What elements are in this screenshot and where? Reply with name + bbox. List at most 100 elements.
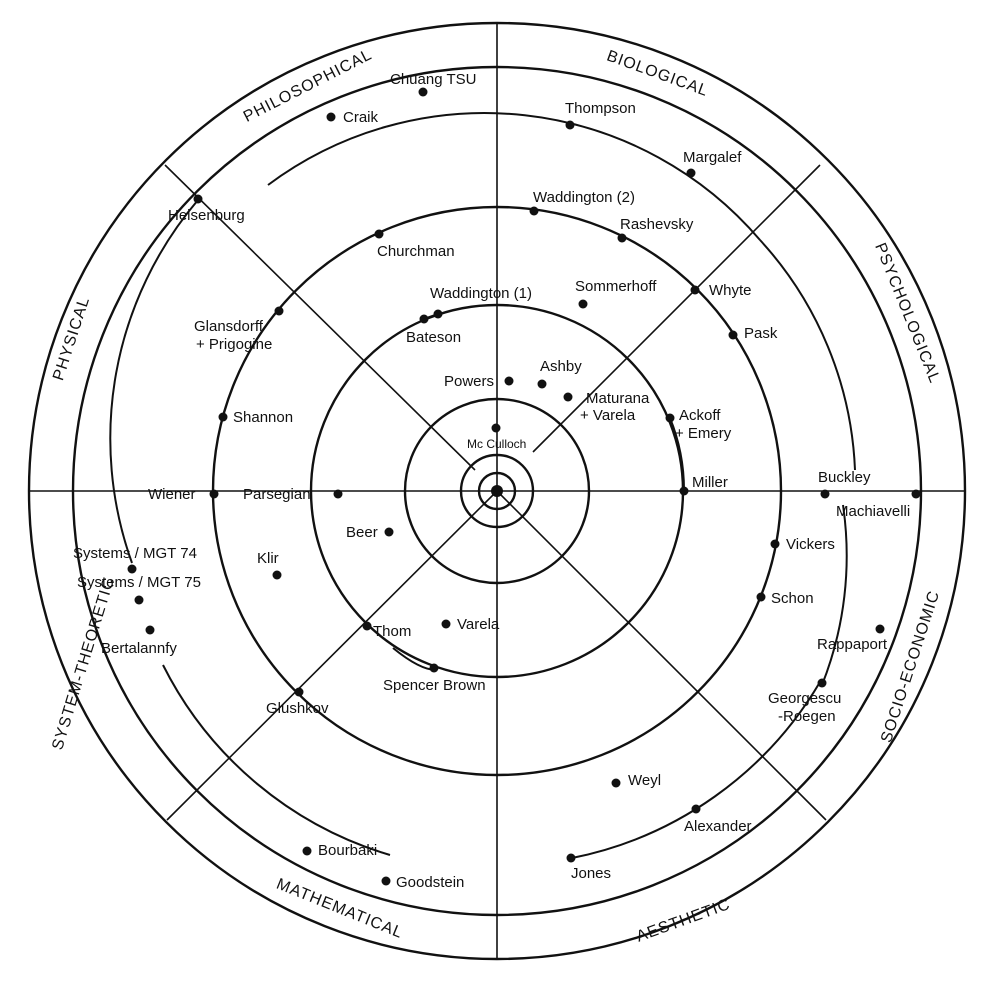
arc-lower-left bbox=[162, 664, 391, 856]
node-label: Pask bbox=[744, 325, 778, 342]
node-label: Systems / MGT 74 bbox=[73, 545, 197, 562]
diagonal-se bbox=[496, 490, 827, 821]
node-dot bbox=[686, 168, 696, 178]
node-dot bbox=[566, 853, 576, 863]
node-label: Weyl bbox=[628, 772, 661, 789]
node-dot bbox=[429, 663, 439, 673]
node-label: Varela bbox=[457, 616, 500, 633]
node-georgescu-roegen: Georgescu -Roegen bbox=[768, 678, 841, 725]
node-label: Mc Culloch bbox=[467, 437, 526, 451]
node-label-line2: + Varela bbox=[580, 407, 636, 424]
node-alexander: Alexander bbox=[684, 804, 752, 835]
node-goodstein: Goodstein bbox=[381, 874, 464, 891]
node-dot bbox=[274, 306, 284, 316]
node-label: Shannon bbox=[233, 409, 293, 426]
node-label: Klir bbox=[257, 550, 279, 567]
arc-upper-right bbox=[759, 239, 856, 471]
node-dot bbox=[817, 678, 827, 688]
arc-ackoff bbox=[669, 417, 685, 491]
node-dot bbox=[145, 625, 155, 635]
node-label: Whyte bbox=[709, 282, 752, 299]
node-label: Glushkov bbox=[266, 700, 329, 717]
node-parsegian: Parsegian bbox=[243, 486, 343, 503]
node-label: Machiavelli bbox=[836, 503, 910, 520]
node-machiavelli: Machiavelli bbox=[836, 489, 921, 520]
sector-system-theoretic: SYSTEM-THEORETIC bbox=[49, 575, 118, 752]
sector-physical: PHYSICAL bbox=[50, 295, 93, 383]
node-miller: Miller bbox=[679, 474, 728, 496]
arc-upper bbox=[267, 112, 761, 241]
node-mcculloch: Mc Culloch bbox=[467, 423, 526, 451]
node-spencer-brown: Spencer Brown bbox=[383, 663, 486, 694]
node-thom: Thom bbox=[362, 621, 411, 640]
node-shannon: Shannon bbox=[218, 409, 293, 426]
node-dot bbox=[418, 87, 428, 97]
node-maturana-varela: Maturana + Varela bbox=[563, 390, 650, 424]
node-bateson: Bateson bbox=[406, 314, 461, 346]
node-label-line2: -Roegen bbox=[778, 708, 836, 725]
node-label: Bourbaki bbox=[318, 842, 377, 859]
node-label: Spencer Brown bbox=[383, 677, 486, 694]
node-dot bbox=[218, 412, 228, 422]
node-klir: Klir bbox=[257, 550, 282, 580]
diagonal-sw bbox=[166, 490, 498, 821]
node-bertalannfy: Bertalannfy bbox=[101, 625, 177, 657]
node-schon: Schon bbox=[756, 590, 814, 607]
node-dot bbox=[294, 687, 304, 697]
node-label: Waddington (1) bbox=[430, 285, 532, 302]
node-label: Jones bbox=[571, 865, 611, 882]
node-pask: Pask bbox=[728, 325, 778, 342]
node-dot bbox=[441, 619, 451, 629]
node-bourbaki: Bourbaki bbox=[302, 842, 377, 859]
node-systems-mgt-74: Systems / MGT 74 bbox=[73, 545, 197, 574]
node-jones: Jones bbox=[566, 853, 611, 882]
node-label: Miller bbox=[692, 474, 728, 491]
node-dot bbox=[374, 229, 384, 239]
node-sommerhoff: Sommerhoff bbox=[575, 278, 657, 309]
sector-aesthetic: AESTHETIC bbox=[634, 896, 733, 946]
node-label: Rashevsky bbox=[620, 216, 694, 233]
node-powers: Powers bbox=[444, 373, 514, 390]
node-label: Craik bbox=[343, 109, 379, 126]
node-dot bbox=[134, 595, 144, 605]
node-dot bbox=[127, 564, 137, 574]
node-dot bbox=[272, 570, 282, 580]
node-label: Georgescu bbox=[768, 690, 841, 707]
node-dot bbox=[875, 624, 885, 634]
node-label: Margalef bbox=[683, 149, 742, 166]
node-glushkov: Glushkov bbox=[266, 687, 329, 717]
node-waddington-1: Waddington (1) bbox=[430, 285, 532, 319]
node-heisenburg: Heisenburg bbox=[168, 194, 245, 224]
node-rappaport: Rappaport bbox=[817, 624, 888, 653]
node-beer: Beer bbox=[346, 524, 394, 541]
diagonal-ne bbox=[532, 164, 821, 453]
node-dot bbox=[728, 330, 738, 340]
node-dot bbox=[381, 876, 391, 886]
node-dot bbox=[679, 486, 689, 496]
node-dot bbox=[665, 413, 675, 423]
node-label: Beer bbox=[346, 524, 378, 541]
node-thompson: Thompson bbox=[565, 100, 636, 130]
node-dot bbox=[209, 489, 219, 499]
node-label: Buckley bbox=[818, 469, 871, 486]
node-dot bbox=[302, 846, 312, 856]
node-label: Thom bbox=[373, 623, 411, 640]
node-label: Ashby bbox=[540, 358, 582, 375]
node-dot bbox=[611, 778, 621, 788]
node-label: Rappaport bbox=[817, 636, 888, 653]
node-dot bbox=[563, 392, 573, 402]
outer-ring bbox=[27, 21, 967, 961]
node-dot bbox=[433, 309, 443, 319]
node-dot bbox=[491, 423, 501, 433]
node-label: Churchman bbox=[377, 243, 455, 260]
arc-lower-right bbox=[571, 681, 821, 859]
node-dot bbox=[326, 112, 336, 122]
node-dot bbox=[690, 285, 700, 295]
node-label: Sommerhoff bbox=[575, 278, 657, 295]
node-label: Ackoff bbox=[679, 407, 721, 424]
node-dot bbox=[537, 379, 547, 389]
node-dot bbox=[617, 233, 627, 243]
node-label: Thompson bbox=[565, 100, 636, 117]
